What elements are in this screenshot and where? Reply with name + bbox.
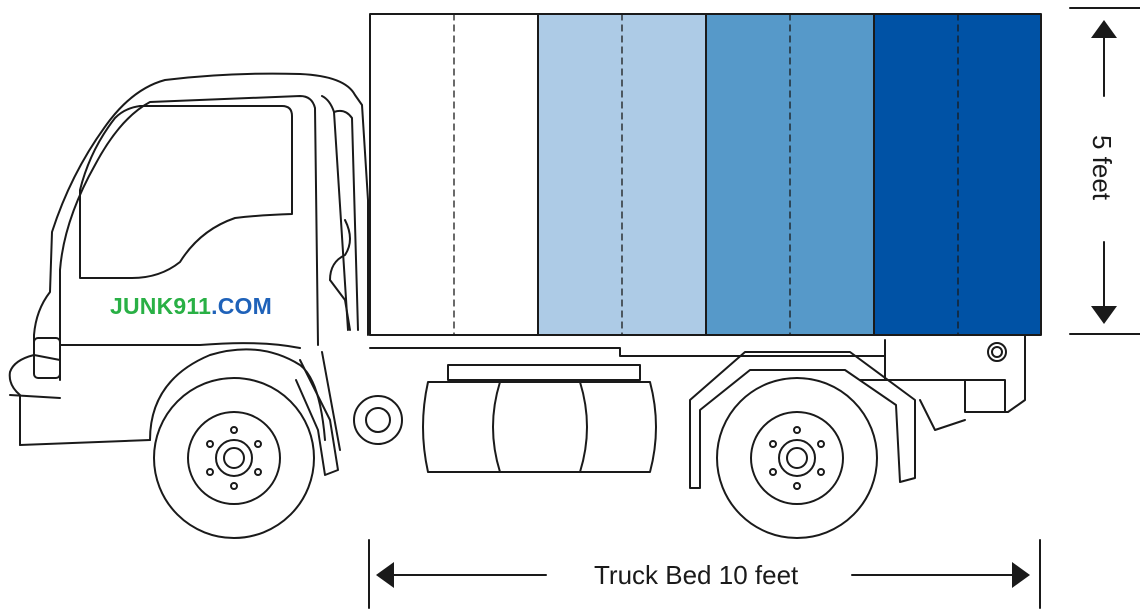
brand-logo-text: JUNK911.COM xyxy=(110,293,272,320)
truck-bed-height-label: 5 feet xyxy=(1087,135,1117,201)
rear-wheel xyxy=(689,351,916,539)
truck-bed-length-label: Truck Bed 10 feet xyxy=(594,560,799,590)
arrow-left-icon xyxy=(376,562,394,588)
front-wheel xyxy=(153,359,339,539)
brand-name-part2: .COM xyxy=(211,293,272,319)
cargo-box xyxy=(369,13,1042,336)
chassis xyxy=(369,334,1026,431)
arrow-up-icon xyxy=(1091,20,1117,38)
truck-cab xyxy=(8,72,403,451)
fuel-tank xyxy=(422,381,657,473)
length-dimension xyxy=(368,539,1041,609)
brand-name-part1: JUNK911 xyxy=(110,293,212,319)
arrow-right-icon xyxy=(1012,562,1030,588)
arrow-down-icon xyxy=(1091,306,1117,324)
height-dimension xyxy=(1069,7,1140,335)
